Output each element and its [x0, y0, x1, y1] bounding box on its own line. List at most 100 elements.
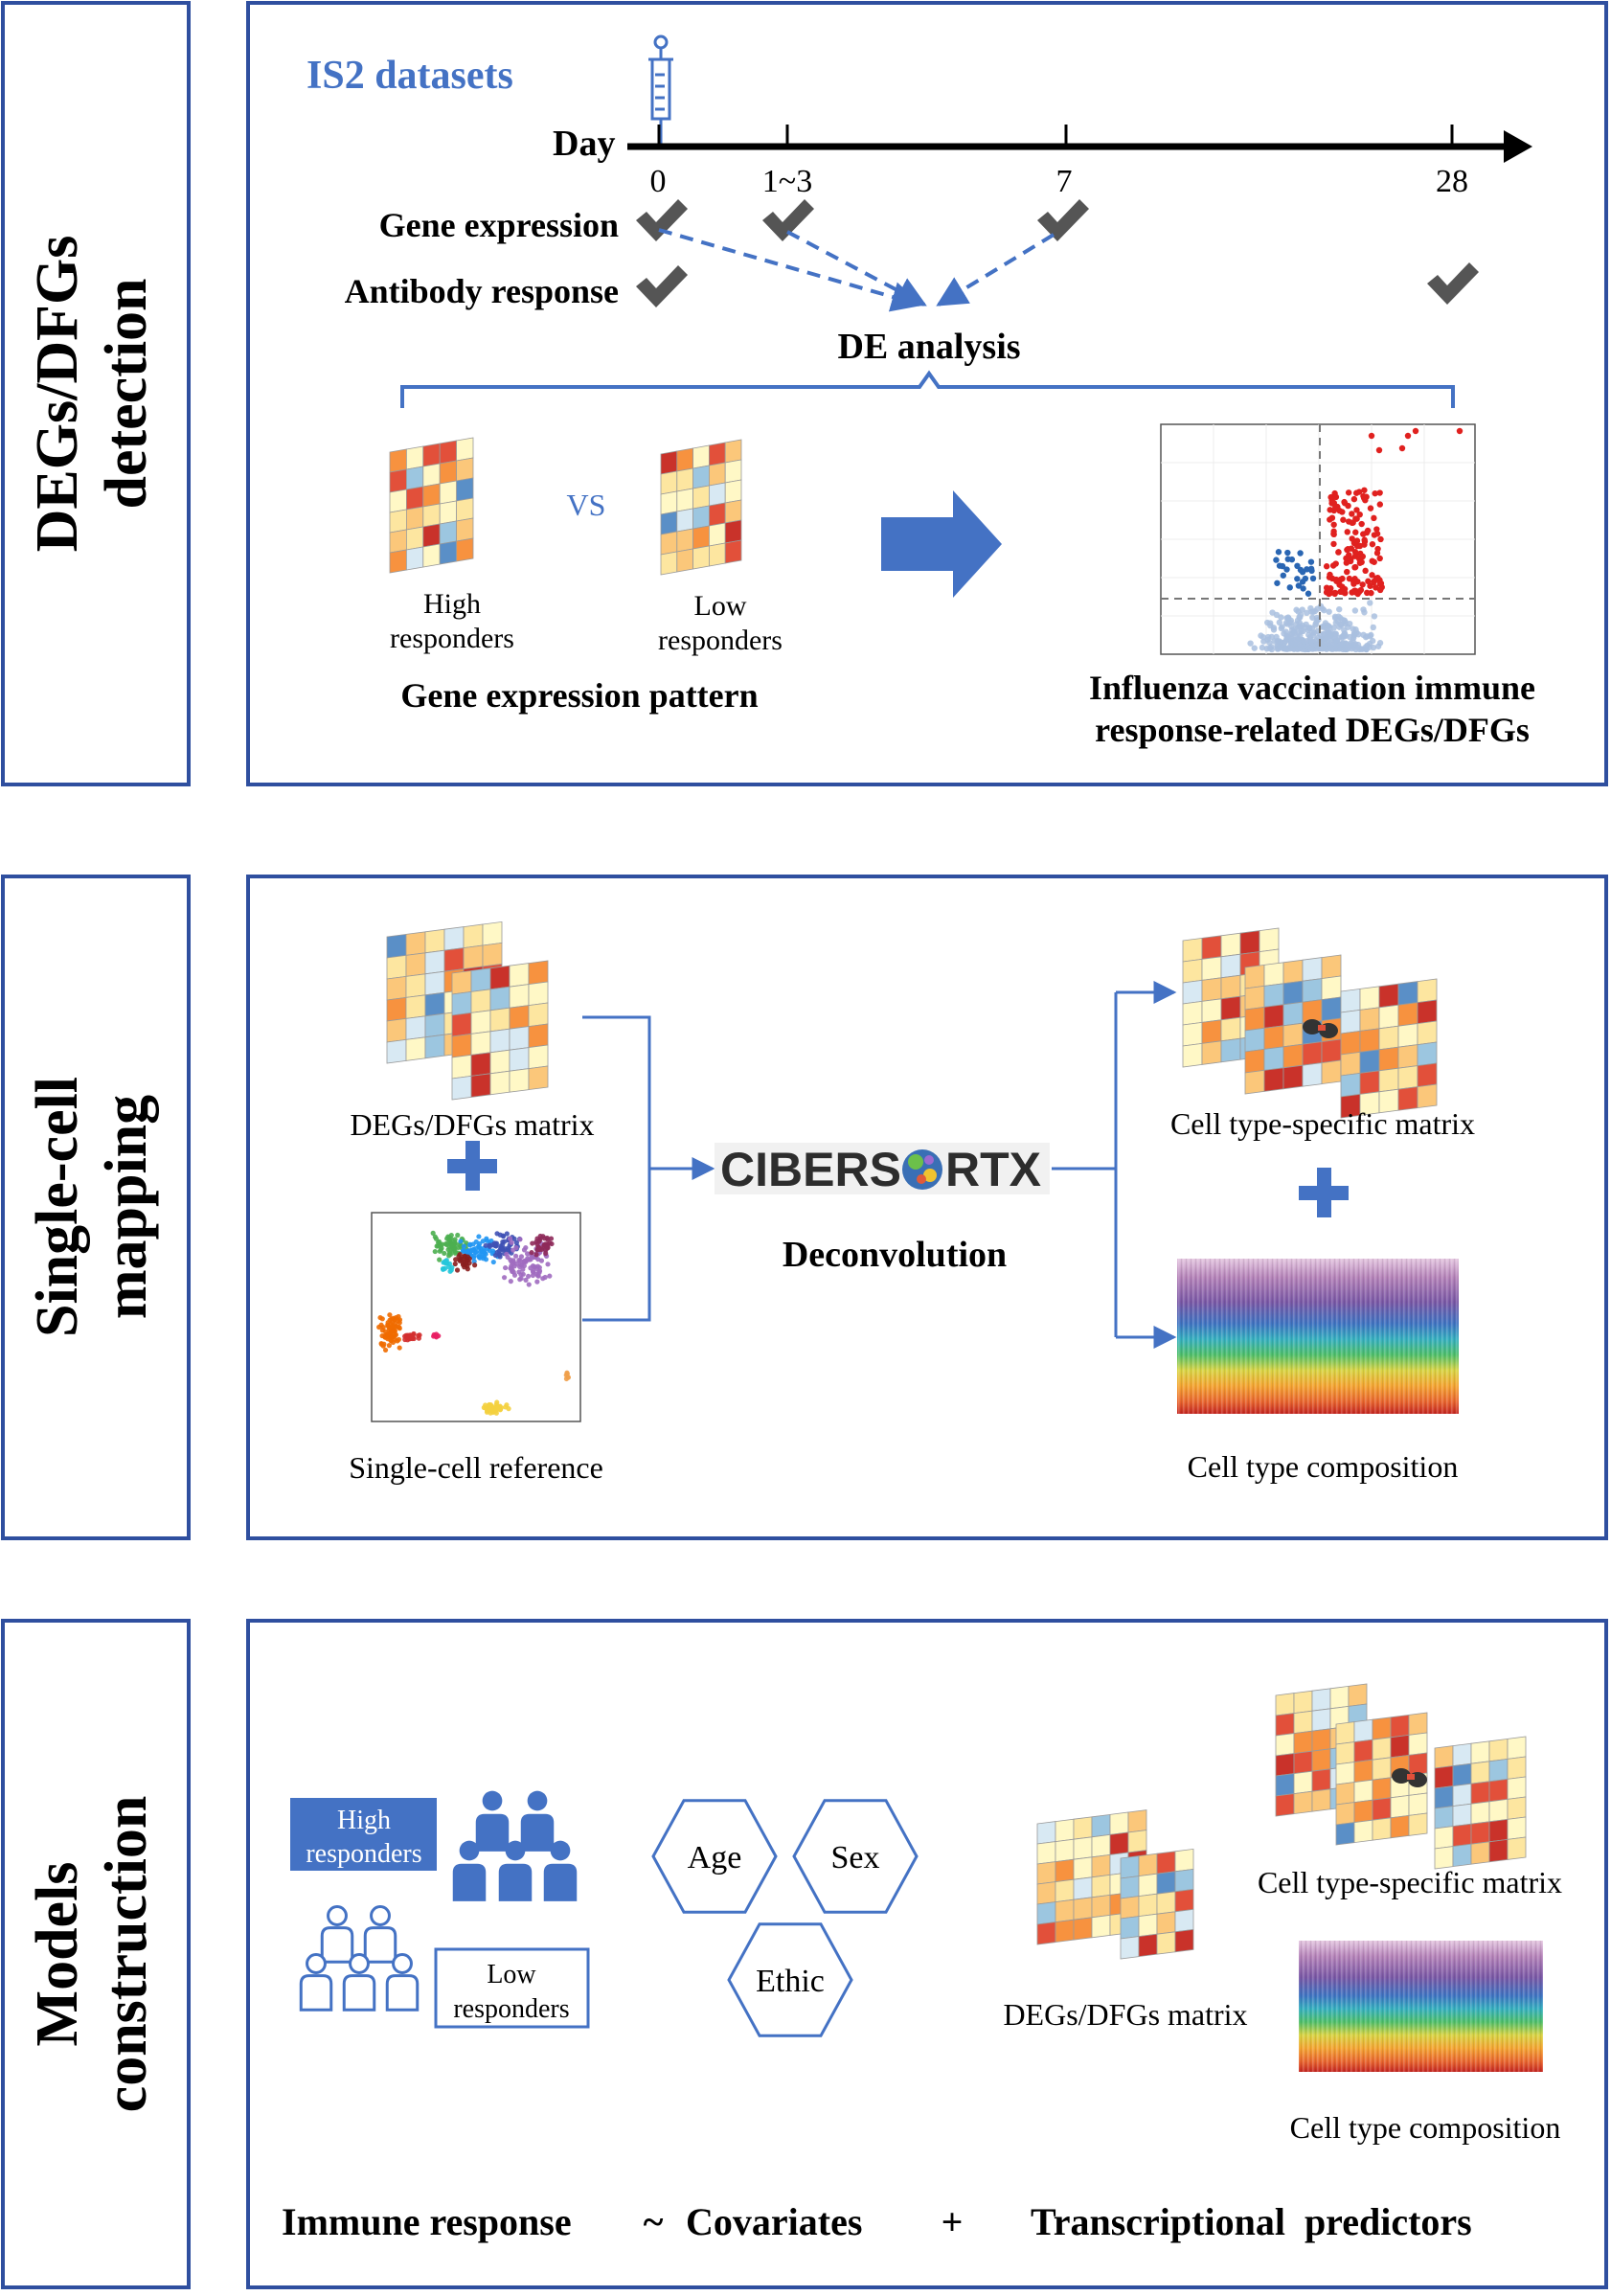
volcano-point [1361, 609, 1368, 616]
heatmap-cell [1275, 1693, 1295, 1716]
heatmap-cell [1434, 1765, 1454, 1789]
umap-cell [500, 1234, 507, 1239]
umap-cell [433, 1333, 439, 1339]
volcano-point-up [1365, 578, 1372, 585]
heatmap-cell [1055, 1919, 1075, 1944]
heatmap-cell [692, 505, 710, 530]
umap-cell [540, 1276, 546, 1282]
heatmap-cell [1372, 1716, 1392, 1740]
heatmap-cell [1091, 1813, 1111, 1838]
heatmap-cell [1201, 1019, 1222, 1044]
heatmap-cell [1263, 1067, 1284, 1092]
person-head [327, 1905, 348, 1926]
volcano-point [1290, 628, 1298, 636]
umap-cell [521, 1247, 528, 1253]
heatmap-cell [660, 450, 678, 475]
heatmap-cell [1244, 1069, 1265, 1095]
heatmap-cell [1182, 958, 1203, 984]
umap-cell [452, 1250, 458, 1256]
heatmap-cell [1335, 1802, 1355, 1826]
heatmap-cell [1282, 1001, 1304, 1027]
heatmap-cell [1378, 1046, 1399, 1072]
heatmap-cell [1417, 1041, 1438, 1067]
deconvolution-label: Deconvolution [783, 1235, 1007, 1275]
heatmap-cell [1091, 1853, 1111, 1878]
heatmap-cell [1397, 1065, 1418, 1090]
umap-cell [511, 1272, 518, 1278]
check-icon [762, 199, 814, 241]
volcano-point [1330, 625, 1337, 631]
volcano-point-up [1361, 487, 1368, 493]
umap-cell [462, 1259, 467, 1264]
heatmap-cell [1470, 1740, 1490, 1764]
umap-cell [536, 1246, 542, 1253]
volcano-point-down [1276, 562, 1283, 569]
heatmap-cell [1127, 1830, 1147, 1853]
heatmap-cell [509, 963, 530, 988]
heatmap-cell [1359, 1070, 1380, 1095]
side-frame-degs [1, 1, 191, 786]
low-responders-box-line2: responders [453, 1994, 569, 2024]
volcano-point-down [1283, 566, 1290, 573]
heatmap-cell [1390, 1714, 1410, 1739]
svg-text:RTX: RTX [945, 1143, 1041, 1196]
content-frame-degs [246, 1, 1608, 786]
heatmap-cell [1201, 956, 1222, 981]
heatmap-cell [1397, 981, 1418, 1006]
heatmap-cell [1259, 927, 1280, 953]
umap-cell [494, 1249, 500, 1256]
heatmap-cell [463, 944, 484, 970]
heatmap-cell [1417, 1062, 1438, 1088]
umap-cell [480, 1250, 486, 1256]
heatmap-cell [405, 931, 426, 956]
heatmap-cell [1321, 954, 1342, 980]
heatmap-cell [676, 508, 693, 533]
heatmap-cell [724, 439, 742, 464]
umap-cell [513, 1244, 519, 1251]
heatmap-cell [1488, 1778, 1509, 1803]
heatmap-cell [660, 490, 678, 515]
heatmap-cell [1470, 1841, 1490, 1865]
umap-cell [517, 1277, 523, 1283]
formula-plus: + [942, 2200, 964, 2243]
volcano-point-up [1328, 514, 1336, 521]
heatmap-cell [1452, 1803, 1472, 1828]
umap-cell [490, 1259, 496, 1265]
volcano-point-down [1295, 582, 1303, 589]
de-analysis-label: DE analysis [837, 327, 1020, 367]
heatmap-cell [528, 981, 549, 1007]
heatmap-cell [1417, 978, 1438, 1004]
volcano-point-up [1359, 581, 1366, 588]
heatmap-cell [1073, 1917, 1093, 1941]
volcano-point [1350, 625, 1356, 632]
volcano-point [1279, 624, 1285, 630]
side-label-mapping-line2: mapping [94, 1095, 159, 1319]
heatmap-cell [456, 477, 474, 502]
heatmap-cell [1120, 1875, 1140, 1899]
heatmap-cell [1201, 935, 1222, 960]
heatmap-cell [443, 947, 465, 972]
heatmap-cell [1263, 1046, 1284, 1071]
heatmap-cell [1244, 1006, 1265, 1032]
volcano-point-up [1350, 587, 1358, 595]
umap-cell [379, 1328, 385, 1333]
heatmap-cell [709, 462, 726, 487]
umap-cell [406, 1334, 412, 1341]
heatmap-cell [1507, 1816, 1527, 1840]
heatmap-cell [1340, 1009, 1361, 1034]
volcano-point-down [1305, 590, 1312, 597]
heatmap-cell [692, 485, 710, 510]
heatmap-cell [1091, 1833, 1111, 1858]
volcano-point-down [1284, 556, 1291, 562]
umap-cell [388, 1337, 394, 1344]
volcano-point [1275, 646, 1282, 652]
umap-cell [442, 1265, 448, 1271]
heatmap-cell [1417, 1083, 1438, 1109]
volcano-point-up [1332, 560, 1339, 567]
volcano-point [1297, 611, 1305, 619]
heatmap-cell [1507, 1756, 1527, 1780]
umap-cell [547, 1273, 553, 1279]
row-label-gene-expression: Gene expression [379, 206, 619, 244]
heatmap-cell [1138, 1893, 1158, 1918]
volcano-point [1276, 619, 1283, 626]
